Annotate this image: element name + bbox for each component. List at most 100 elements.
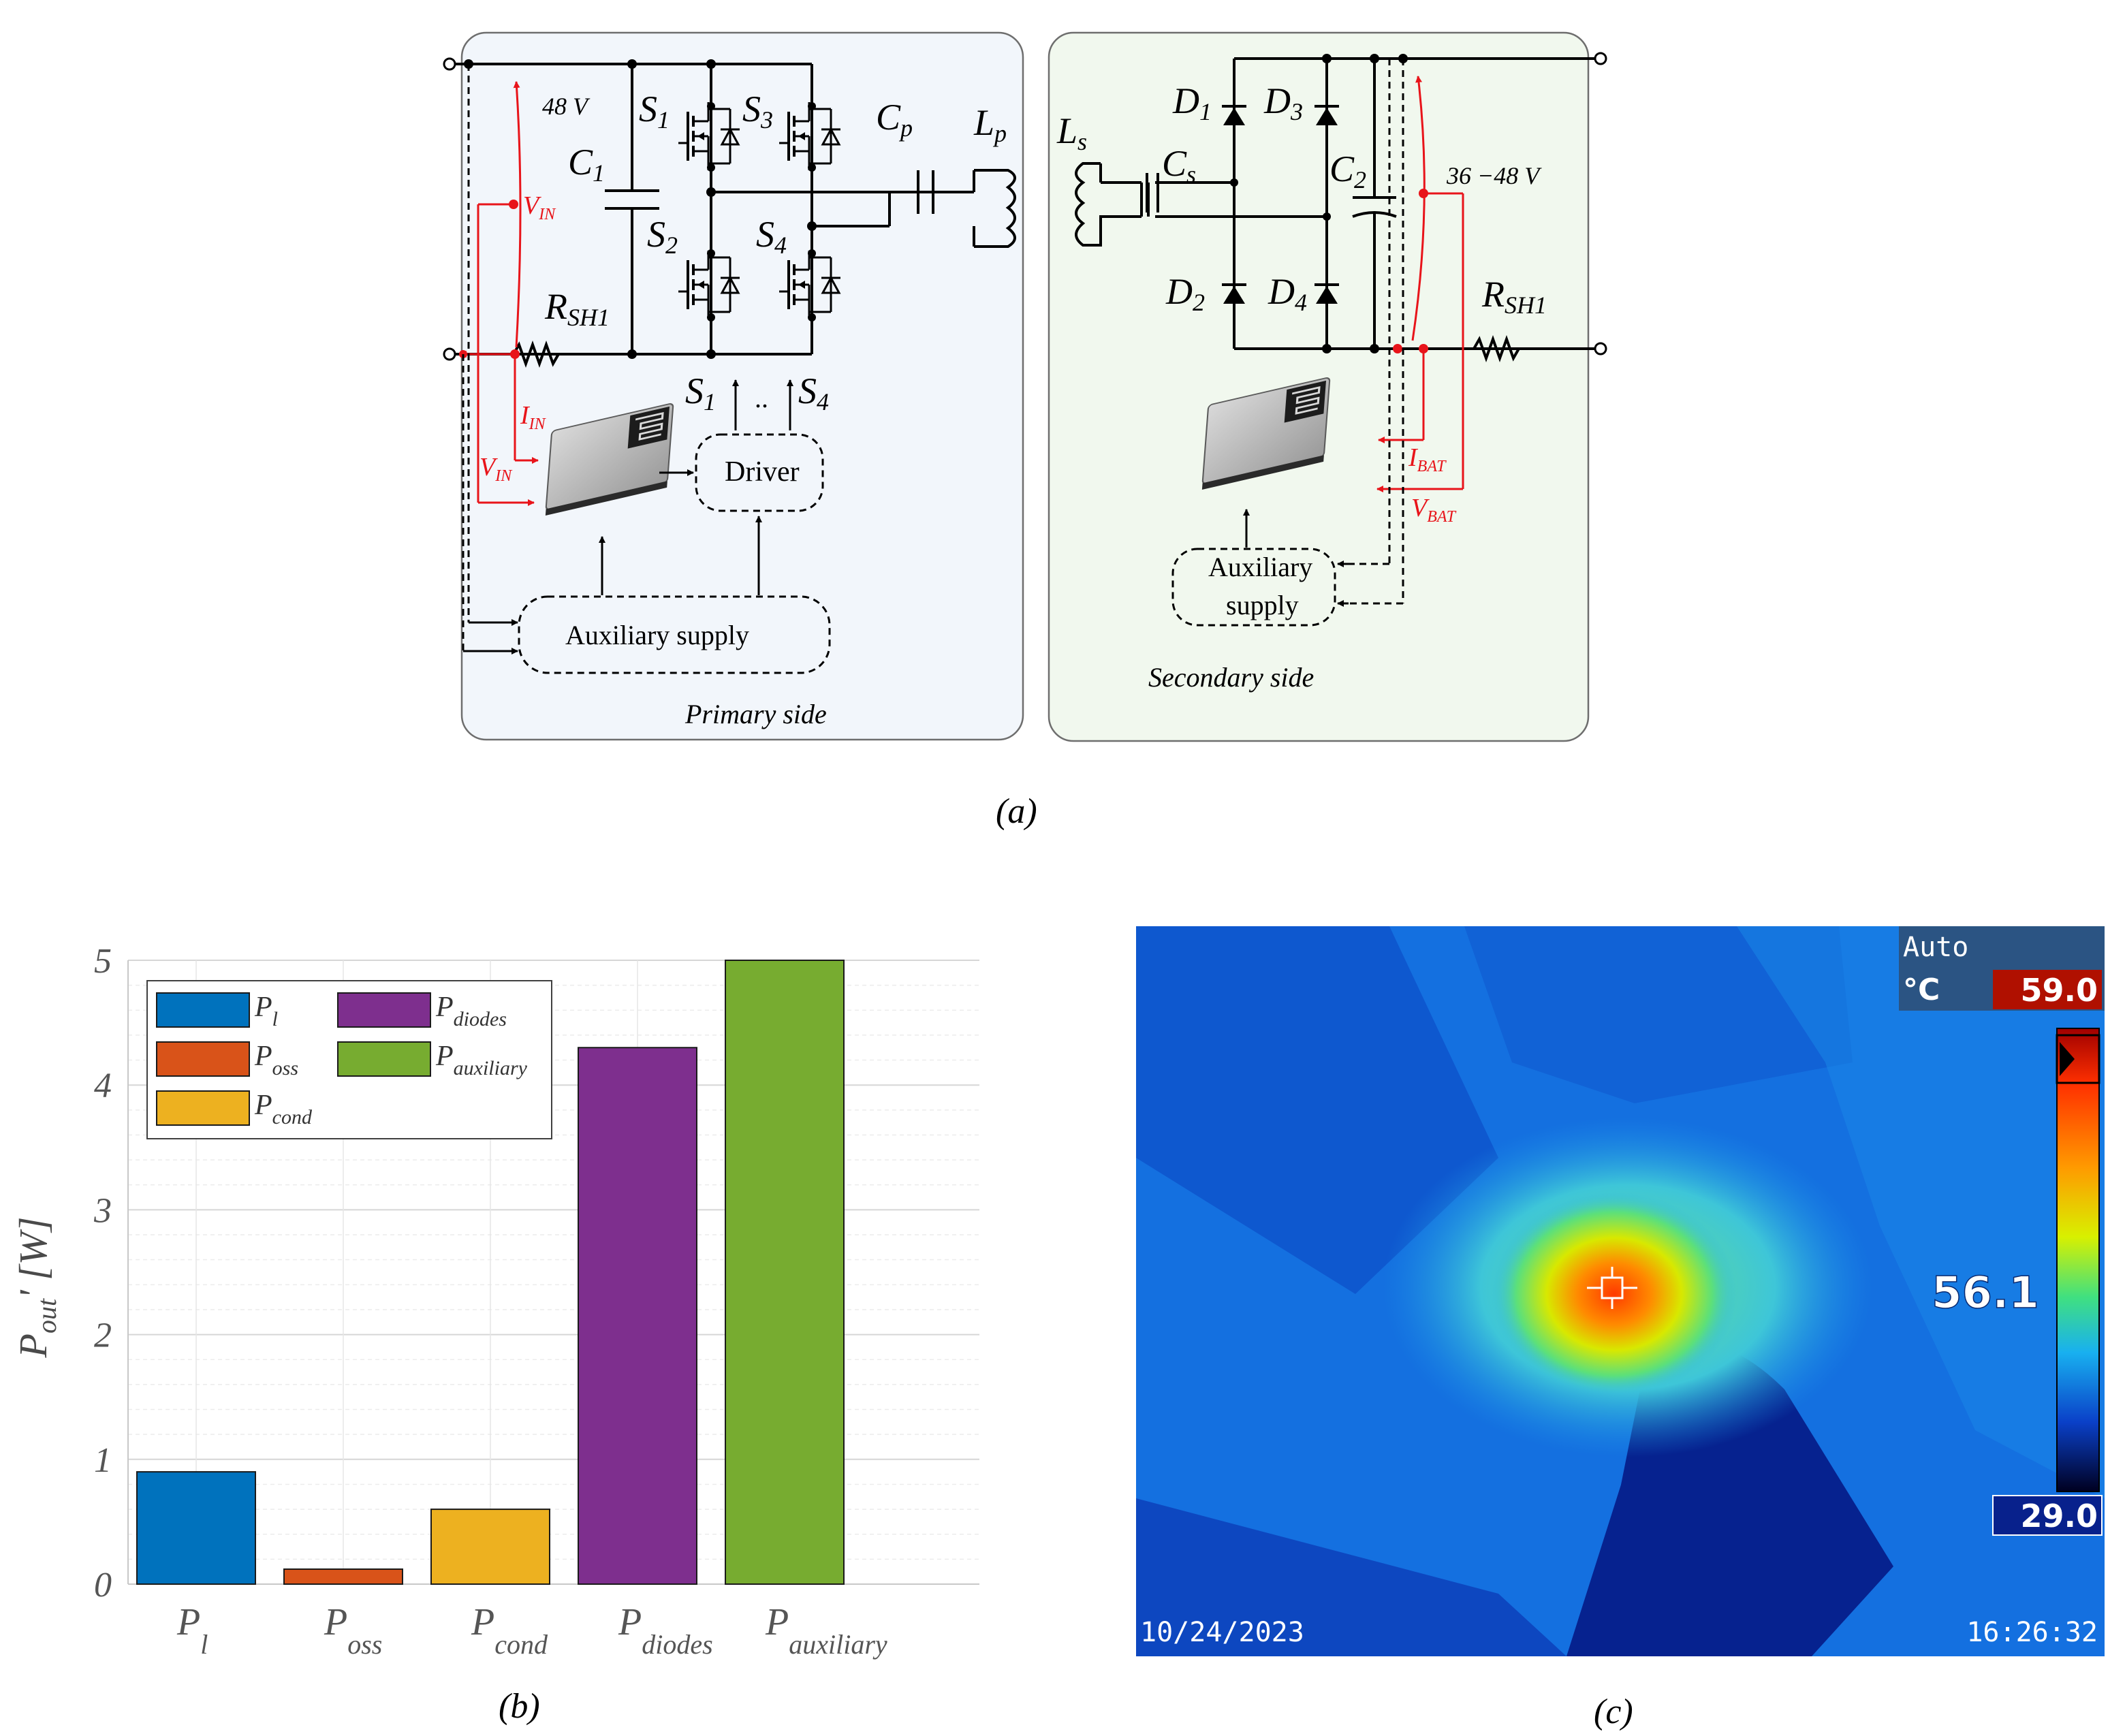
svg-text:VIN: VIN	[523, 191, 556, 223]
switch-s1-icon	[677, 101, 741, 172]
y-tick-label: 0	[94, 1566, 112, 1605]
bar-diodes	[578, 1047, 697, 1585]
aux-secondary-label-1: Auxiliary	[1208, 552, 1312, 582]
y-tick-label: 3	[93, 1191, 112, 1230]
spot-crosshair-icon	[1587, 1267, 1637, 1309]
terminal-top-left	[443, 57, 456, 71]
secondary-side-title: Secondary side	[1148, 662, 1314, 693]
min-temp: 29.0	[2021, 1498, 2098, 1534]
svg-text:D2: D2	[1165, 271, 1205, 316]
thermal-date: 10/24/2023	[1140, 1617, 1304, 1648]
secondary-aux-dashed	[1339, 59, 1404, 605]
min-temp-box	[1992, 1495, 2103, 1536]
switch-s3-icon	[778, 101, 842, 172]
voltage-in-label: 48 V	[542, 93, 591, 120]
y-tick-label: 1	[94, 1441, 112, 1480]
x-tick-label: Poss	[324, 1601, 382, 1660]
legend-label-auxiliary: Pauxiliary	[435, 1041, 528, 1079]
svg-text:S4: S4	[798, 370, 829, 415]
thermal-unit: °C	[1903, 973, 1940, 1007]
caption-a: (a)	[996, 792, 1037, 831]
thermal-time: 16:26:32	[1966, 1617, 2098, 1648]
svg-text:Cp: Cp	[876, 97, 913, 142]
svg-text:S1: S1	[639, 89, 670, 133]
legend-label-diodes: Pdiodes	[435, 992, 507, 1030]
aux-supply-secondary-box	[1171, 548, 1336, 627]
color-scale-bar	[2056, 1028, 2100, 1492]
svg-text:RSH1: RSH1	[1481, 274, 1547, 319]
x-tick-label: Pdiodes	[618, 1601, 713, 1660]
primary-aux-dashed	[462, 64, 518, 654]
signal-labels: VIN IIN VIN IBAT VBAT	[479, 191, 1457, 526]
svg-text:Lp: Lp	[973, 102, 1007, 147]
microcontroller-secondary-icon	[1201, 377, 1331, 490]
svg-text:C1: C1	[568, 142, 605, 187]
driver-label: Driver	[725, 456, 800, 488]
caption-c: (c)	[1594, 1692, 1633, 1731]
primary-sense-signals	[460, 81, 539, 506]
legend-swatch-auxiliary	[337, 1041, 431, 1077]
switch-s4-icon	[778, 249, 842, 320]
bar-oss	[283, 1568, 403, 1585]
caption-b: (b)	[499, 1687, 540, 1726]
max-temp-box	[1993, 970, 2102, 1009]
svg-text:S4: S4	[756, 214, 787, 259]
terminal-bottom-right	[1594, 342, 1607, 356]
svg-text:D1: D1	[1172, 80, 1212, 125]
driver-box	[695, 433, 824, 512]
legend-label-cond: Pcond	[254, 1090, 313, 1129]
y-tick-label: 5	[94, 942, 112, 981]
gate-dots-label: ..	[755, 383, 768, 413]
svg-text:IBAT: IBAT	[1408, 443, 1447, 475]
legend-swatch-cond	[156, 1090, 250, 1126]
svg-text:IIN: IIN	[520, 401, 547, 433]
chart-y-label: Pout' [W]	[11, 1217, 62, 1359]
secondary-wires	[1075, 57, 1601, 350]
bar-cond	[430, 1509, 550, 1585]
svg-text:VIN: VIN	[479, 453, 513, 485]
component-labels: C1 S1 S3 S2 S4 Cp Lp RSH1 S1 S4 Ls Cs D1…	[544, 80, 1547, 415]
secondary-sense-signals	[1376, 76, 1464, 492]
primary-side-title: Primary side	[684, 699, 827, 729]
secondary-nodes	[1230, 54, 1408, 353]
panel-a-schematic: 48 V 36 −48 V Auxiliary supply Auxiliary…	[443, 31, 1607, 831]
legend-swatch-l	[156, 992, 250, 1028]
legend-label-l: Pl	[254, 992, 278, 1030]
aux-secondary-label-2: supply	[1226, 590, 1299, 620]
aux-primary-label: Auxiliary supply	[565, 620, 749, 650]
svg-text:Cs: Cs	[1162, 143, 1196, 188]
legend-swatch-oss	[156, 1041, 250, 1077]
aux-supply-primary-box	[518, 595, 831, 674]
x-tick-label: Pcond	[471, 1601, 548, 1660]
y-tick-label: 4	[94, 1067, 112, 1105]
svg-text:Ls: Ls	[1056, 110, 1087, 155]
svg-text:S1: S1	[685, 370, 716, 415]
y-tick-label: 2	[94, 1316, 112, 1355]
legend-swatch-diodes	[337, 992, 431, 1028]
bar-auxiliary	[725, 960, 845, 1585]
spot-temp: 56.1	[1932, 1268, 2039, 1319]
thermal-mode: Auto	[1903, 932, 1968, 963]
svg-text:VBAT: VBAT	[1411, 494, 1457, 526]
bar-l	[136, 1471, 256, 1585]
svg-text:D3: D3	[1263, 80, 1303, 125]
scale-marker-icon	[2060, 1042, 2075, 1076]
max-temp: 59.0	[2021, 972, 2098, 1009]
svg-text:S2: S2	[647, 214, 678, 259]
svg-text:C2: C2	[1329, 148, 1366, 193]
thermal-image	[1136, 926, 2105, 1656]
x-tick-label: Pl	[176, 1601, 208, 1660]
svg-text:S3: S3	[742, 89, 773, 133]
terminal-bottom-left	[443, 347, 456, 361]
panel-c-thermal: Auto °C 59.0 29.0 56.1 10/24/2023 16:26:…	[1136, 926, 2105, 1731]
svg-text:D4: D4	[1268, 271, 1307, 316]
terminal-top-right	[1594, 52, 1607, 65]
x-tick-label: Pauxiliary	[765, 1601, 887, 1660]
switch-s2-icon	[677, 249, 741, 320]
legend-label-oss: Poss	[254, 1041, 298, 1079]
voltage-out-label: 36 −48 V	[1446, 162, 1542, 189]
svg-text:RSH1: RSH1	[544, 286, 610, 331]
